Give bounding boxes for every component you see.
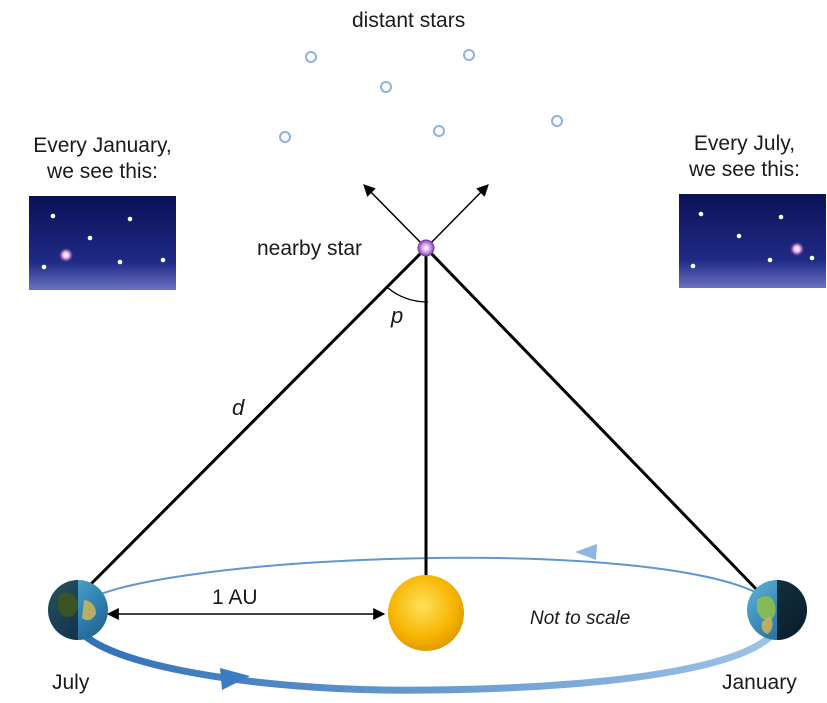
parallax-angle-arc bbox=[387, 287, 429, 303]
distant-stars-label: distant stars bbox=[352, 9, 466, 32]
orbit-arrow-back-icon bbox=[575, 544, 597, 560]
distant-star bbox=[380, 81, 392, 93]
au-label: 1 AU bbox=[212, 586, 258, 609]
july-view-panel bbox=[679, 194, 826, 288]
sun-icon bbox=[388, 575, 464, 651]
distance-label: d bbox=[232, 395, 245, 420]
january-view-panel bbox=[29, 196, 176, 290]
orbit-back bbox=[77, 556, 776, 608]
ray-right-icon bbox=[425, 184, 489, 249]
earth-january-icon bbox=[747, 580, 807, 640]
july-caption-line2: we see this: bbox=[689, 158, 800, 181]
distant-star bbox=[279, 131, 291, 143]
nearby-star-label: nearby star bbox=[257, 237, 363, 260]
nearby-star-july-icon bbox=[790, 242, 804, 256]
not-to-scale-label: Not to scale bbox=[530, 608, 631, 629]
distant-star bbox=[551, 115, 563, 127]
january-label: January bbox=[722, 671, 797, 694]
earth-july-icon bbox=[48, 580, 108, 640]
january-panel-caption: Every January, we see this: bbox=[4, 133, 201, 185]
parallax-angle-label: p bbox=[391, 303, 404, 328]
nearby-star-icon bbox=[417, 239, 435, 257]
line-july-to-star bbox=[78, 246, 428, 597]
orbit-arrow-front-icon bbox=[220, 668, 250, 690]
january-caption-line2: we see this: bbox=[47, 160, 158, 183]
january-caption-line1: Every January, bbox=[33, 134, 172, 157]
ray-left-icon bbox=[363, 184, 427, 249]
distant-star bbox=[305, 51, 317, 63]
line-january-to-star bbox=[424, 246, 762, 595]
july-label: July bbox=[52, 671, 90, 694]
distant-star bbox=[463, 49, 475, 61]
distant-star bbox=[433, 125, 445, 137]
orbit-front bbox=[70, 608, 784, 694]
distant-stars-group bbox=[279, 49, 563, 143]
july-panel-caption: Every July, we see this: bbox=[662, 131, 827, 183]
nearby-star-january-icon bbox=[59, 248, 73, 262]
july-caption-line1: Every July, bbox=[693, 132, 796, 155]
